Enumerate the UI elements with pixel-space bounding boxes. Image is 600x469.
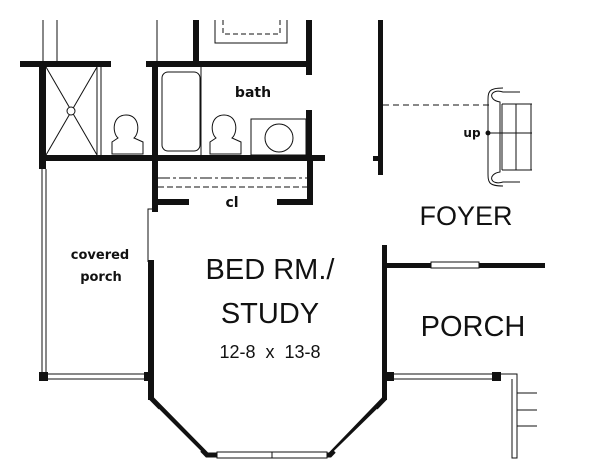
wall bbox=[20, 61, 111, 67]
wall bbox=[306, 110, 312, 160]
wall bbox=[152, 61, 158, 212]
post bbox=[492, 372, 501, 381]
toilet bbox=[111, 114, 144, 155]
sink bbox=[264, 123, 294, 153]
wall bbox=[158, 199, 189, 205]
stairs-up-label: up bbox=[463, 126, 481, 140]
thin-lines bbox=[41, 20, 537, 459]
wall bbox=[146, 61, 310, 67]
wall bbox=[307, 157, 313, 205]
room-label-covered-porch-1: covered bbox=[71, 248, 129, 263]
room-label-study: STUDY bbox=[221, 298, 319, 330]
wall bbox=[148, 260, 154, 400]
wall bbox=[39, 61, 46, 169]
window bbox=[430, 261, 480, 269]
bathtub bbox=[161, 71, 201, 152]
room-dimensions: 12-8 x 13-8 bbox=[219, 342, 320, 362]
room-label-porch: PORCH bbox=[421, 311, 526, 343]
wall bbox=[277, 199, 313, 205]
wall bbox=[378, 20, 383, 175]
room-label-foyer: FOYER bbox=[419, 201, 512, 231]
wall bbox=[39, 155, 325, 161]
stair-rail bbox=[491, 90, 520, 184]
room-label-bath: bath bbox=[235, 85, 271, 101]
sink-counter bbox=[250, 118, 307, 156]
wall bbox=[306, 20, 312, 75]
room-label-closet: cl bbox=[225, 195, 238, 211]
room-label-covered-porch-2: porch bbox=[80, 270, 122, 285]
door bbox=[147, 208, 154, 262]
wall bbox=[373, 156, 379, 161]
wall bbox=[193, 20, 199, 64]
room-label-bedroom: BED RM./ bbox=[206, 254, 336, 286]
post bbox=[39, 372, 48, 381]
post bbox=[144, 372, 153, 381]
wall bbox=[382, 245, 387, 400]
bay-window bbox=[149, 396, 387, 459]
post bbox=[385, 372, 394, 381]
toilet bbox=[209, 114, 242, 155]
